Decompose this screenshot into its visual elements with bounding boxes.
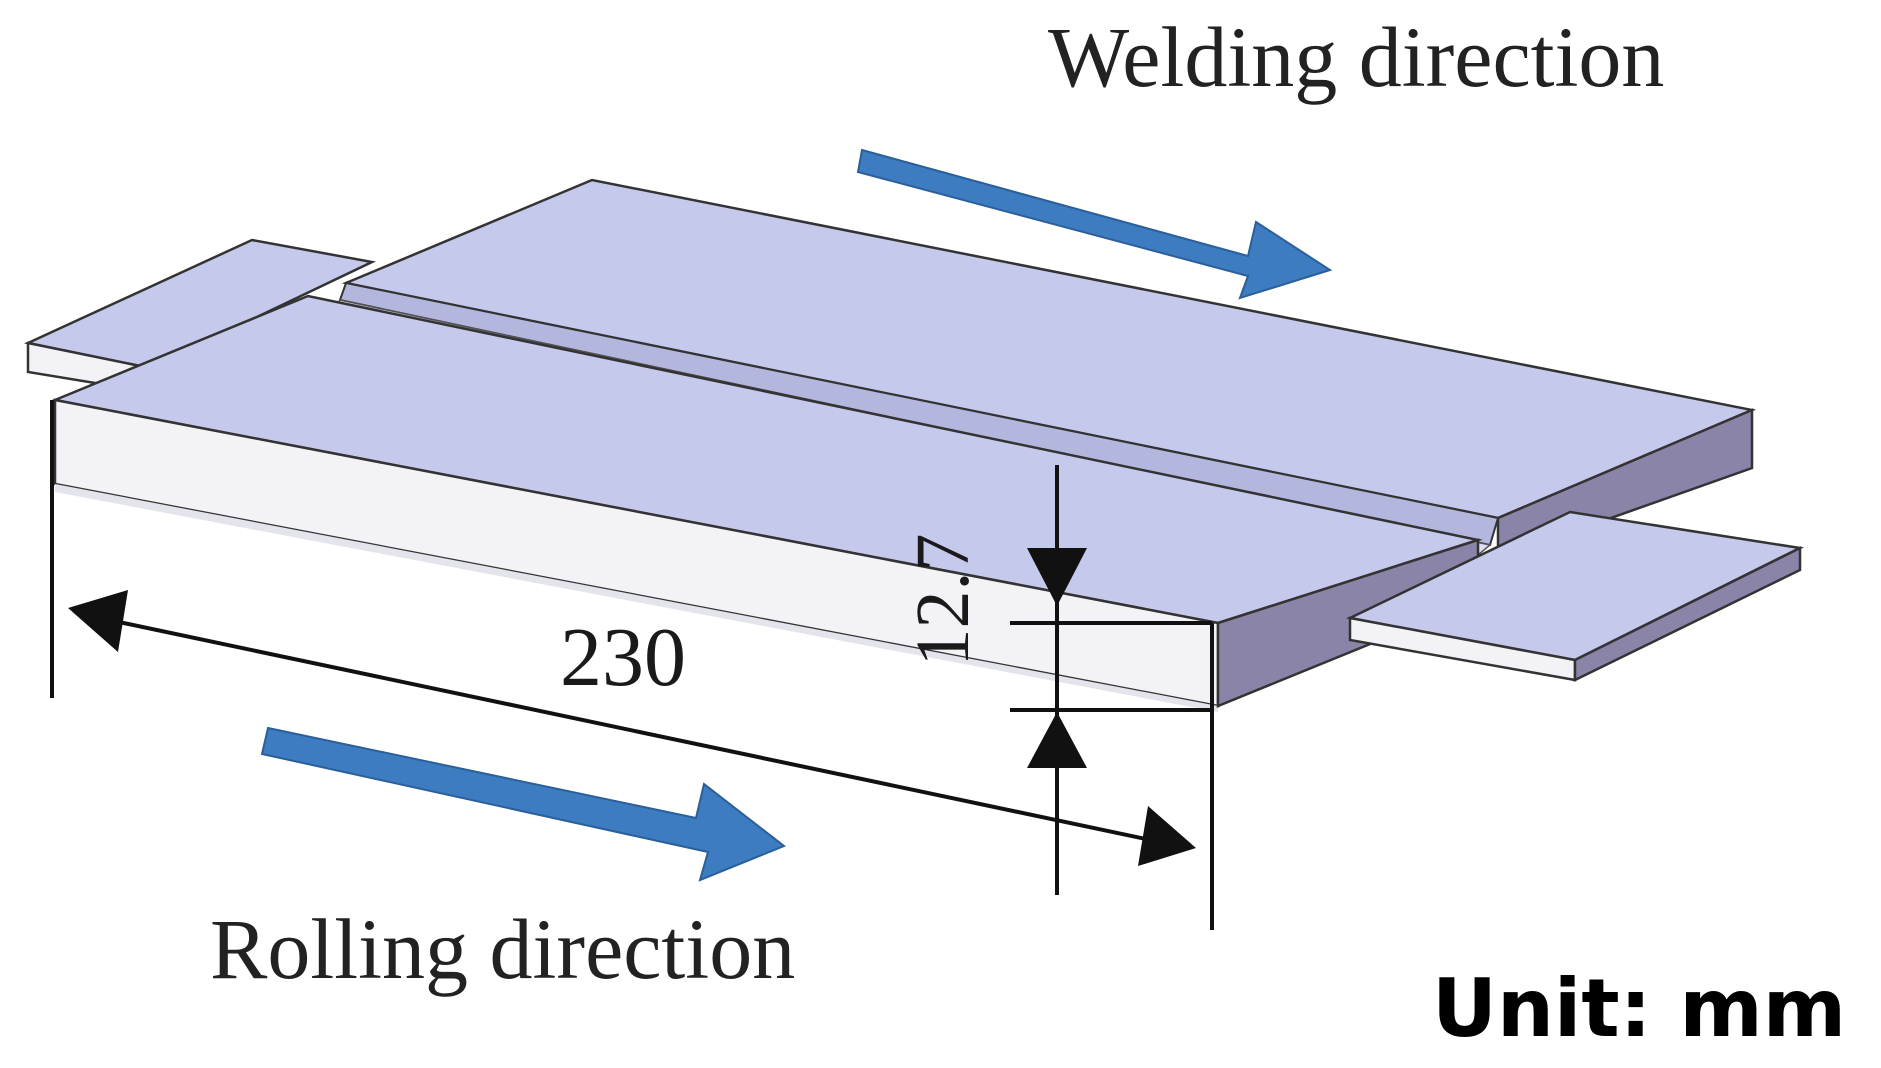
rolling-direction-label: Rolling direction [210, 901, 795, 997]
dimension-arrowhead-right [1138, 806, 1196, 866]
thickness-arrowhead-bottom [1027, 712, 1087, 768]
dimension-arrowhead-left [68, 590, 128, 652]
length-value: 230 [560, 611, 686, 704]
unit-label: Unit: mm [1432, 962, 1846, 1055]
thickness-value: 12.7 [901, 534, 985, 667]
plate-front [50, 294, 1483, 712]
arrow-right-icon [260, 726, 786, 882]
thickness-dimension: 12.7 [901, 465, 1212, 895]
backing-tab-right [1346, 510, 1805, 683]
length-dimension: 230 [50, 400, 1214, 930]
thickness-arrowhead-top [1027, 548, 1087, 606]
welding-direction-label: Welding direction [1048, 9, 1664, 105]
arrow-right-icon [856, 148, 1333, 300]
